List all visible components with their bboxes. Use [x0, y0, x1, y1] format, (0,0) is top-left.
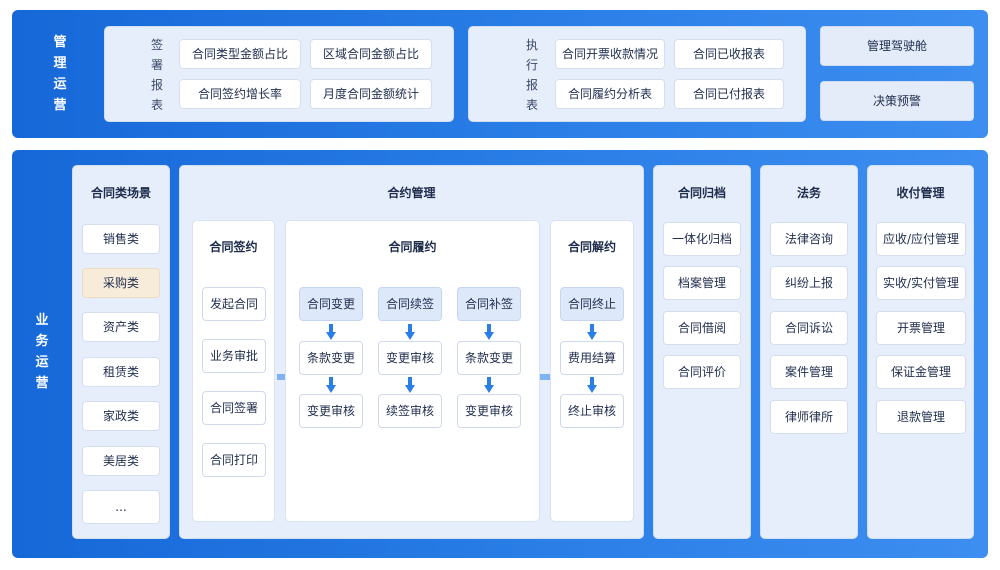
- refund-management[interactable]: 退款管理: [876, 400, 966, 434]
- termination-review[interactable]: 终止审核: [560, 394, 624, 428]
- contract-borrowing[interactable]: 合同借阅: [663, 311, 741, 345]
- scene-sales[interactable]: 销售类: [82, 224, 160, 254]
- contract-change[interactable]: 合同变更: [299, 287, 363, 321]
- report-contract-type-amount-ratio[interactable]: 合同类型金额占比: [179, 39, 301, 69]
- report-signing-growth-rate[interactable]: 合同签约增长率: [179, 79, 301, 109]
- business-operations-title: 业务运营: [35, 313, 49, 391]
- scene-more[interactable]: ...: [82, 490, 160, 524]
- down-arrow-icon: [484, 377, 494, 393]
- scene-assets[interactable]: 资产类: [82, 312, 160, 342]
- renewal-change-review[interactable]: 变更审核: [378, 341, 442, 375]
- contract-performance-title: 合同履约: [388, 240, 437, 254]
- management-operations-title: 管理运营: [53, 35, 67, 113]
- contract-evaluation[interactable]: 合同评价: [663, 355, 741, 389]
- supplement-change-review[interactable]: 变更审核: [457, 394, 521, 428]
- contract-print[interactable]: 合同打印: [202, 443, 266, 477]
- renewal-review[interactable]: 续签审核: [378, 394, 442, 428]
- payment-management-panel: 收付管理 应收/应付管理 实收/实付管理 开票管理 保证金管理 退款管理: [867, 165, 974, 539]
- report-invoice-collection[interactable]: 合同开票收款情况: [555, 39, 665, 69]
- down-arrow-icon: [587, 377, 597, 393]
- sign-report-panel: 签署报表 合同类型金额占比 区域合同金额占比 合同签约增长率 月度合同金额统计: [104, 26, 454, 122]
- scene-leasing[interactable]: 租赁类: [82, 357, 160, 387]
- scene-housekeeping[interactable]: 家政类: [82, 401, 160, 431]
- report-performance-analysis[interactable]: 合同履约分析表: [555, 79, 665, 109]
- contract-terminate[interactable]: 合同终止: [560, 287, 624, 321]
- contract-litigation[interactable]: 合同诉讼: [770, 311, 848, 345]
- down-arrow-icon: [484, 324, 494, 340]
- management-cockpit-tile[interactable]: 管理驾驶舱: [820, 26, 974, 66]
- dispute-report[interactable]: 纠纷上报: [770, 266, 848, 300]
- business-approval[interactable]: 业务审批: [202, 339, 266, 373]
- business-operations-band: 业务运营 合同类场景 销售类 采购类 资产类 租赁类 家政类 美居类 ... 合…: [12, 150, 988, 558]
- legal-affairs-panel: 法务 法律咨询 纠纷上报 合同诉讼 案件管理 律师律所: [760, 165, 858, 539]
- down-arrow-icon: [405, 377, 415, 393]
- contract-signing-title: 合同签约: [209, 240, 258, 254]
- contract-signature[interactable]: 合同签署: [202, 391, 266, 425]
- exec-report-label: 执行报表: [525, 38, 538, 112]
- contract-scenes-title: 合同类场景: [90, 186, 151, 200]
- contract-termination-block: 合同解约 合同终止 费用结算 终止审核: [550, 220, 634, 522]
- clause-change[interactable]: 条款变更: [299, 341, 363, 375]
- invoice-management[interactable]: 开票管理: [876, 311, 966, 345]
- integrated-archiving[interactable]: 一体化归档: [663, 222, 741, 256]
- archive-management[interactable]: 档案管理: [663, 266, 741, 300]
- law-firm[interactable]: 律师律所: [770, 400, 848, 434]
- down-arrow-icon: [326, 377, 336, 393]
- contract-supplement[interactable]: 合同补签: [457, 287, 521, 321]
- scene-home-decor[interactable]: 美居类: [82, 446, 160, 476]
- contract-signing-block: 合同签约 发起合同 业务审批 合同签署 合同打印: [192, 220, 275, 522]
- supplement-clause-change[interactable]: 条款变更: [457, 341, 521, 375]
- contract-archive-title: 合同归档: [677, 186, 726, 200]
- down-arrow-icon: [326, 324, 336, 340]
- legal-consultation[interactable]: 法律咨询: [770, 222, 848, 256]
- payment-management-title: 收付管理: [896, 186, 945, 200]
- case-management[interactable]: 案件管理: [770, 355, 848, 389]
- report-received[interactable]: 合同已收报表: [674, 39, 784, 69]
- initiate-contract[interactable]: 发起合同: [202, 287, 266, 321]
- contract-management-title: 合约管理: [387, 186, 436, 200]
- contract-management-panel: 合约管理 合同签约 发起合同 业务审批 合同签署 合同打印 合同履约 合同变更 …: [179, 165, 644, 539]
- change-review[interactable]: 变更审核: [299, 394, 363, 428]
- contract-renewal[interactable]: 合同续签: [378, 287, 442, 321]
- scene-procurement[interactable]: 采购类: [82, 268, 160, 298]
- received-paid-management[interactable]: 实收/实付管理: [876, 266, 966, 300]
- deposit-management[interactable]: 保证金管理: [876, 355, 966, 389]
- receivable-payable-management[interactable]: 应收/应付管理: [876, 222, 966, 256]
- report-monthly-amount-stats[interactable]: 月度合同金额统计: [310, 79, 432, 109]
- contract-archive-panel: 合同归档 一体化归档 档案管理 合同借阅 合同评价: [653, 165, 751, 539]
- management-operations-band: 管理运营 签署报表 合同类型金额占比 区域合同金额占比 合同签约增长率 月度合同…: [12, 10, 988, 138]
- decision-warning-tile[interactable]: 决策预警: [820, 81, 974, 121]
- sign-report-label: 签署报表: [150, 38, 163, 112]
- fee-settlement[interactable]: 费用结算: [560, 341, 624, 375]
- down-arrow-icon: [405, 324, 415, 340]
- down-arrow-icon: [587, 324, 597, 340]
- report-region-amount-ratio[interactable]: 区域合同金额占比: [310, 39, 432, 69]
- exec-report-panel: 执行报表 合同开票收款情况 合同已收报表 合同履约分析表 合同已付报表: [468, 26, 806, 122]
- report-paid[interactable]: 合同已付报表: [674, 79, 784, 109]
- contract-termination-title: 合同解约: [567, 240, 616, 254]
- contract-scenes-panel: 合同类场景 销售类 采购类 资产类 租赁类 家政类 美居类 ...: [72, 165, 170, 539]
- contract-performance-block: 合同履约 合同变更 条款变更 变更审核 合同续签 变更审核 续签审核 合同补签 …: [285, 220, 540, 522]
- legal-affairs-title: 法务: [796, 186, 821, 200]
